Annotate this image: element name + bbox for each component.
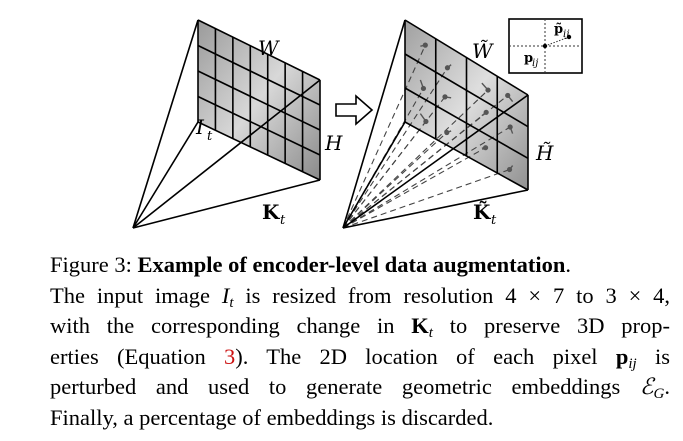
perturbed-point — [506, 166, 513, 173]
inset-label-p-tilde-sub: ij — [563, 29, 569, 40]
dashed-ray — [342, 121, 427, 229]
label-intrinsics: K — [262, 200, 280, 224]
dashed-ray — [342, 147, 486, 229]
right-gridline-h — [404, 53, 529, 128]
caption-figure-label: Figure 3: — [50, 252, 132, 277]
perturbed-pixel-points — [419, 42, 514, 173]
figure-caption: Figure 3: Example of encoder-level data … — [50, 250, 670, 433]
perturbed-point — [444, 65, 451, 71]
right-camera-rays — [342, 19, 529, 229]
label-intrinsics-tilde: K̃ — [473, 200, 491, 224]
label-image-sub: t — [207, 129, 213, 144]
inset-label-p-sub: ij — [532, 58, 538, 69]
caption-line-5: perturbed and used to generate geometric… — [50, 374, 670, 402]
perturbation-inset: p̃ ij p ij — [508, 18, 583, 74]
left-pixel-grid — [197, 19, 321, 181]
perturbed-point — [483, 109, 489, 115]
perturbed-point — [444, 129, 450, 136]
left-gridline-h — [197, 95, 321, 156]
dashed-ray — [342, 44, 426, 229]
right-gridline-h — [404, 19, 529, 96]
perturbed-point — [422, 42, 428, 48]
caption-title: Example of encoder-level data augmentati… — [137, 252, 566, 277]
perturbed-point — [420, 85, 427, 92]
label-image: I — [195, 115, 205, 139]
caption-line-4: erties (Equation 3). The 2D location of … — [50, 343, 670, 372]
dashed-ray — [342, 126, 511, 229]
label-height: H — [324, 131, 343, 155]
dashed-ray — [342, 111, 487, 229]
transform-arrow — [335, 94, 374, 126]
perturbed-point — [423, 118, 429, 125]
label-height-tilde: H̃ — [535, 141, 554, 165]
perturbed-point — [485, 87, 491, 93]
label-width: W — [258, 36, 280, 60]
left-gridline-h — [197, 19, 321, 81]
inset-label-p-tilde: p̃ — [554, 22, 563, 37]
right-gridline-h — [404, 121, 529, 191]
left-frustum: W H I t K t — [132, 19, 343, 229]
caption-line-1: Figure 3: Example of encoder-level data … — [50, 252, 571, 277]
left-gridline-h — [197, 121, 321, 181]
equation-link[interactable]: 3 — [224, 343, 236, 369]
dashed-ray — [342, 132, 448, 229]
inset-label-p: p — [524, 51, 533, 66]
left-camera-rays — [132, 19, 321, 229]
label-width-tilde: W̃ — [472, 39, 494, 63]
label-intrinsics-sub: t — [280, 213, 286, 228]
perturbed-point — [507, 124, 513, 130]
inset-perturbed-point — [566, 34, 572, 40]
perturbed-point — [442, 94, 448, 100]
caption-line-3: with the corresponding change in Kt to p… — [50, 313, 670, 341]
label-intrinsics-tilde-sub: t — [491, 213, 497, 228]
caption-line-2: The input image It is resized from resol… — [50, 282, 670, 311]
inset-original-point — [542, 43, 548, 49]
right-gridline-h — [404, 87, 529, 160]
perturbed-point — [482, 145, 489, 151]
perturbed-point — [505, 92, 511, 99]
left-gridline-h — [197, 70, 321, 131]
right-frustum: W̃ H̃ K̃ t — [342, 19, 554, 229]
caption-line-6: Finally, a percentage of embeddings is d… — [50, 404, 494, 430]
augmentation-figure: W H I t K t W̃ H̃ K̃ t p̃ ij — [132, 18, 583, 229]
dashed-ray — [342, 89, 489, 229]
dashed-ray — [342, 67, 448, 229]
